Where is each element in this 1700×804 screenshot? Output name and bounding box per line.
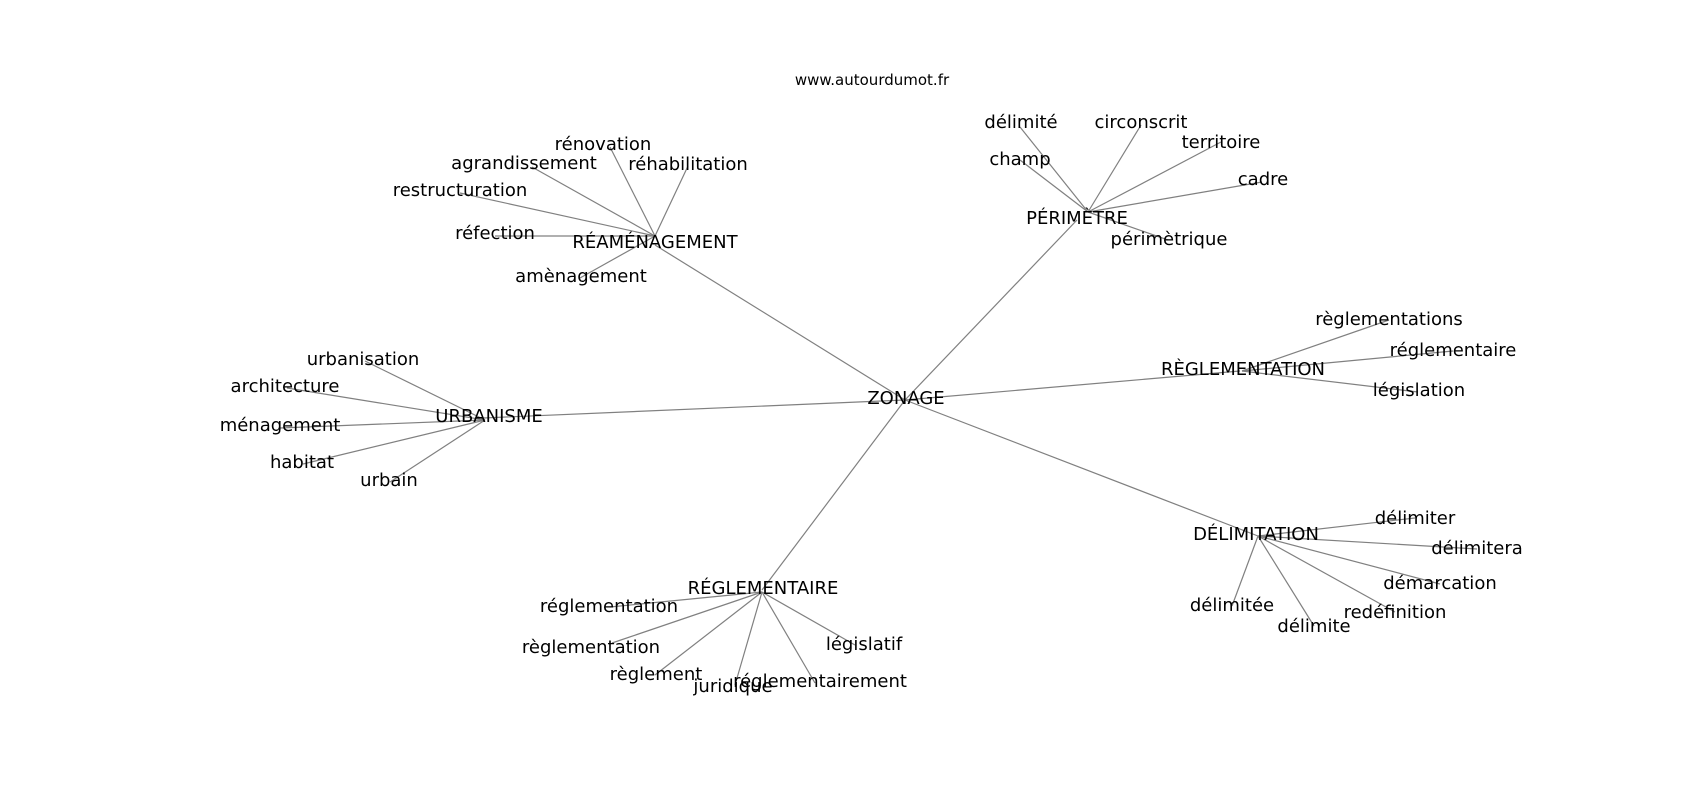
edge-reglementation-legislation [1241,370,1419,393]
edge-delimitation-delimite [1257,535,1315,627]
edge-perimetre-perimetrique [1087,211,1169,241]
leaf-restructuration[interactable]: restructuration [392,180,528,201]
leaf-legislatif[interactable]: législatif [825,634,903,655]
edge-reglementaire-reglementairement [761,591,816,684]
edge-center-delimitation [904,399,1259,537]
leaf-redefinition[interactable]: redéfinition [1343,602,1447,623]
leaf-delimite[interactable]: délimité [984,112,1058,133]
edge-center-perimetre [904,219,1078,401]
edge-reglementation-reglementations [1241,319,1390,372]
hub-reglementation[interactable]: RÈGLEMENTATION [1160,359,1326,380]
leaf-legislation[interactable]: législation [1372,380,1466,401]
leaf-renovation[interactable]: rénovation [554,134,652,155]
leaf-amenagement[interactable]: amènagement [515,266,647,287]
edge-reamenagement-renovation [609,146,656,237]
hub-reamenagement[interactable]: RÉAMÉNAGEMENT [572,232,738,253]
hub-perimetre[interactable]: PÉRIMÈTRE [1026,208,1128,229]
edge-reamenagement-agrandissement [531,166,656,237]
leaf-urbanisation[interactable]: urbanisation [306,349,420,370]
hub-delimitation[interactable]: DÉLIMITATION [1193,524,1319,545]
edge-urbanisme-architecture [286,387,486,421]
edge-center-reglementaire [761,399,906,591]
leaf-reglementation-grave[interactable]: règlementation [521,637,661,658]
hub-urbanisme[interactable]: URBANISME [435,406,543,427]
edge-center-urbanisme [482,399,906,419]
edge-reamenagement-restructuration [459,192,656,237]
leaf-habitat[interactable]: habitat [269,452,335,473]
leaf-delimite-2[interactable]: délimite [1277,616,1351,637]
edge-urbanisme-urbanisation [364,360,486,421]
edge-reamenagement-rehabilitation [654,165,689,237]
edge-reglementaire-reglementation [609,591,763,608]
edge-reglementaire-juridique [734,591,763,686]
edge-urbanisme-urbain [389,419,486,483]
edge-perimetre-champ [1019,159,1089,213]
leaf-delimitee[interactable]: délimitée [1189,595,1275,616]
leaf-agrandissement[interactable]: agrandissement [451,153,597,174]
edge-center-reglementation [904,370,1241,401]
hub-reglementaire[interactable]: RÉGLEMENTAIRE [687,578,839,599]
edge-reamenagement-amenagement [579,235,656,279]
leaf-reglementation-aigu[interactable]: réglementation [539,596,679,617]
leaf-territoire[interactable]: territoire [1181,132,1261,153]
leaf-menagement[interactable]: ménagement [219,415,341,436]
leaf-urbain[interactable]: urbain [360,470,418,491]
leaf-juridique[interactable]: juridique [693,676,773,697]
leaf-architecture[interactable]: architecture [230,376,340,397]
site-url: www.autourdumot.fr [794,71,950,89]
center-word[interactable]: ZONAGE [867,388,945,409]
leaf-refection[interactable]: réfection [455,223,535,244]
edge-delimitation-redefinition [1257,535,1396,613]
leaf-champ[interactable]: champ [989,149,1051,170]
edge-center-reamenagement [654,244,906,401]
edge-perimetre-cadre [1087,181,1263,213]
leaf-delimitera[interactable]: délimitera [1431,538,1523,559]
edge-perimetre-circonscrit [1087,124,1142,213]
edge-reglementaire-reglementation-grave [611,591,763,644]
leaf-circonscrit[interactable]: circonscrit [1094,112,1188,133]
edge-reglementaire-reglement [654,591,763,676]
leaf-reglementaire[interactable]: réglementaire [1389,340,1517,361]
leaf-reglement[interactable]: règlement [609,664,703,685]
edge-delimitation-delimitera [1257,535,1478,550]
leaf-perimetrique[interactable]: périmètrique [1110,229,1228,250]
edge-delimitation-demarcation [1257,535,1441,585]
edge-perimetre-territoire [1087,141,1222,213]
edge-perimetre-delimite [1019,126,1089,213]
leaf-delimiter[interactable]: délimiter [1374,508,1456,529]
edge-urbanisme-menagement [279,419,486,429]
edge-urbanisme-habitat [302,419,486,465]
edge-reglementation-reglementaire [1241,350,1454,372]
leaf-reglementations[interactable]: règlementations [1315,309,1463,330]
leaf-rehabilitation[interactable]: réhabilitation [628,154,748,175]
edge-delimitation-delimitee [1231,535,1259,607]
edge-reglementaire-legislatif [761,591,856,646]
edge-delimitation-delimiter [1257,517,1416,537]
leaf-cadre[interactable]: cadre [1237,169,1289,190]
leaf-demarcation[interactable]: démarcation [1383,573,1497,594]
leaf-reglementairement[interactable]: réglementairement [733,671,907,692]
